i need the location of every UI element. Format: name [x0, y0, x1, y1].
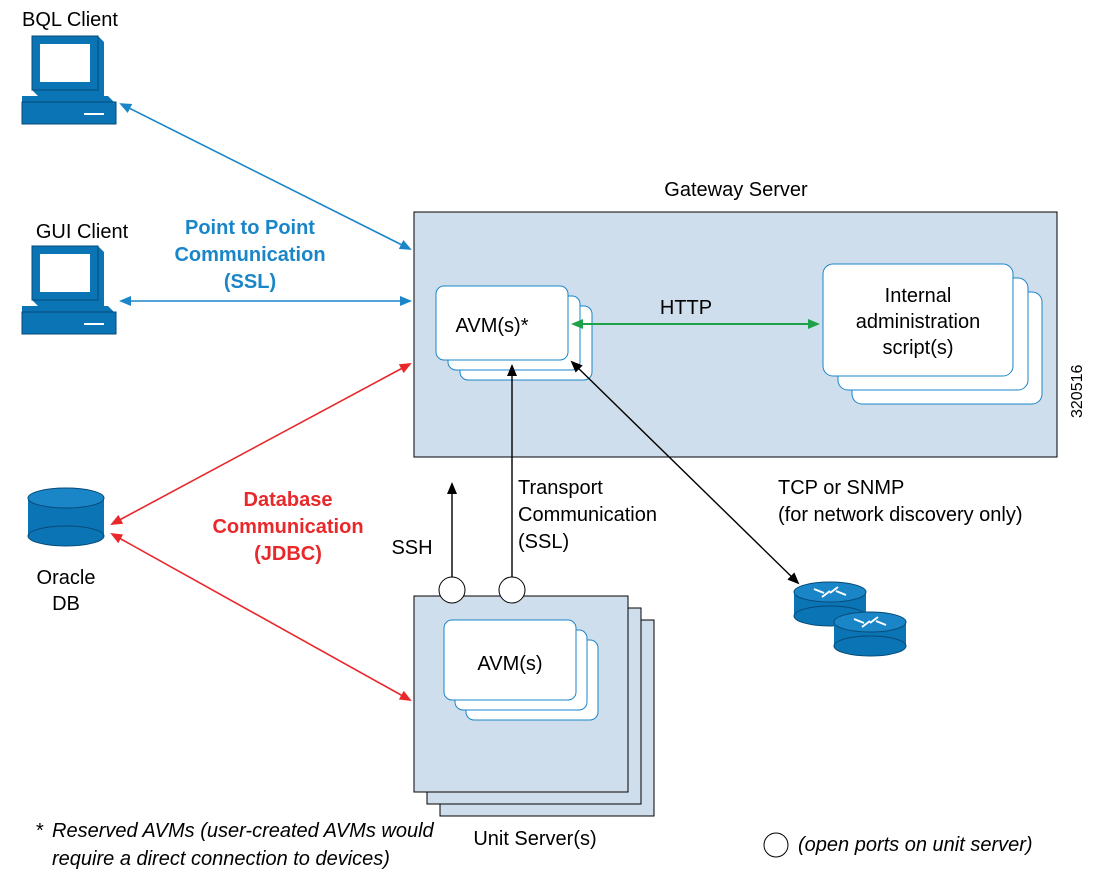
oracle-db-icon — [27, 487, 105, 547]
http-label: HTTP — [660, 297, 712, 319]
footnote-reserved-line1: Reserved AVMs (user-created AVMs would — [52, 820, 435, 842]
admin-script-label-line1: Internal — [885, 285, 952, 307]
gui-client-label: GUI Client — [36, 221, 129, 243]
ssh-label: SSH — [391, 537, 432, 559]
oracle-db-label-line1: Oracle — [37, 567, 96, 589]
p2p-label-line3: (SSL) — [224, 271, 276, 293]
gateway-avm-stack — [435, 285, 593, 381]
router-icon — [833, 611, 907, 657]
transport-label-line2: Communication — [518, 504, 657, 526]
p2p-label-line2: Communication — [174, 244, 325, 266]
tcp-snmp-arrow — [570, 360, 800, 585]
figure-id: 320516 — [1069, 365, 1086, 418]
db-gateway-arrow — [110, 363, 412, 525]
transport-label-line1: Transport — [518, 477, 603, 499]
gateway-server-title: Gateway Server — [664, 179, 808, 201]
tcp-label-line2: (for network discovery only) — [778, 504, 1023, 526]
db-comm-label-line3: (JDBC) — [254, 543, 322, 565]
admin-script-stack — [822, 263, 1043, 405]
admin-script-label-line3: script(s) — [882, 337, 953, 359]
oracle-db-label-line2: DB — [52, 593, 80, 615]
footnote-star: * — [36, 820, 44, 842]
gui-client-computer-icon — [21, 245, 117, 335]
bql-client-computer-icon — [21, 35, 117, 125]
open-port-legend-icon — [763, 832, 789, 858]
unit-avm-label: AVM(s) — [477, 653, 542, 675]
admin-script-label-line2: administration — [856, 311, 981, 333]
unit-avm-stack — [443, 619, 599, 721]
p2p-label-line1: Point to Point — [185, 217, 315, 239]
footnote-open-ports: (open ports on unit server) — [798, 834, 1033, 856]
footnote-reserved-line2: require a direct connection to devices) — [52, 848, 390, 870]
bql-client-label: BQL Client — [22, 9, 118, 31]
tcp-label-line1: TCP or SNMP — [778, 477, 904, 499]
transport-label-line3: (SSL) — [518, 531, 569, 553]
db-comm-label-line1: Database — [244, 489, 333, 511]
db-unit-arrow — [110, 533, 412, 701]
ssh-port-circle — [438, 576, 466, 604]
bql-gateway-arrow — [119, 103, 412, 250]
ssl-port-circle — [498, 576, 526, 604]
unit-server-title: Unit Server(s) — [473, 828, 596, 850]
gateway-avm-label: AVM(s)* — [456, 315, 529, 337]
db-comm-label-line2: Communication — [212, 516, 363, 538]
